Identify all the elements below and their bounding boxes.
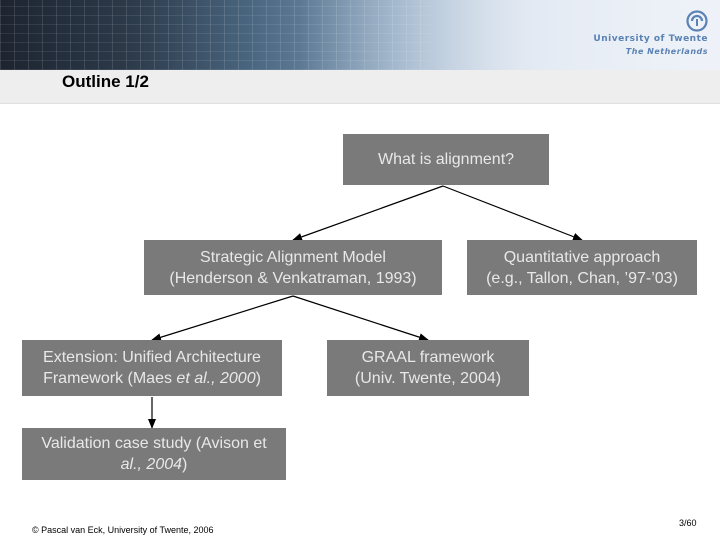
box-quantitative-approach: Quantitative approach (e.g., Tallon, Cha… [467, 240, 697, 295]
box-what-is-alignment: What is alignment? [343, 134, 549, 185]
box-text-line: Quantitative approach [503, 248, 661, 266]
box-strategic-alignment-model: Strategic Alignment Model (Henderson & V… [144, 240, 442, 295]
connector-sam-to-extension [151, 295, 294, 342]
box-validation-case-study: Validation case study (Avison et al., 20… [22, 428, 286, 480]
box-text-line: (Henderson & Venkatraman, 1993) [169, 269, 417, 287]
box-text-line: al., 2004) [41, 454, 266, 475]
box-text-fragment: ) [255, 370, 261, 387]
box-graal-framework: GRAAL framework (Univ. Twente, 2004) [327, 340, 529, 396]
box-text-line: Strategic Alignment Model [200, 248, 386, 266]
box-text-line: Framework (Maes et al., 2000) [43, 368, 261, 389]
title-bar [0, 70, 720, 104]
box-text-line: (e.g., Tallon, Chan, ’97-’03) [486, 269, 678, 287]
box-text-fragment: ) [182, 456, 188, 473]
box-text-line: GRAAL framework [361, 349, 495, 366]
footer-copyright: © Pascal van Eck, University of Twente, … [32, 525, 214, 535]
box-text-fragment: Framework (Maes [43, 370, 177, 387]
university-logo-icon [686, 10, 708, 32]
banner-fade [300, 0, 720, 70]
connector-root-to-quant [442, 185, 583, 241]
connector-sam-to-graal [292, 295, 429, 342]
connector-root-to-sam [292, 185, 444, 241]
box-text-line: Validation case study (Avison et [41, 435, 267, 452]
box-text-line: Extension: Unified Architecture [43, 349, 261, 366]
box-extension-uaf: Extension: Unified Architecture Framewor… [22, 340, 282, 396]
header-banner [0, 0, 720, 70]
slide-title: Outline 1/2 [62, 72, 149, 91]
university-name: University of Twente [593, 34, 708, 44]
box-text-line: (Univ. Twente, 2004) [354, 370, 502, 387]
box-text: What is alignment? [377, 151, 515, 168]
page-number: 3/60 [679, 518, 697, 528]
university-country: The Netherlands [625, 47, 708, 56]
box-text-italic: et al., 2000 [176, 370, 256, 387]
box-text-italic: al., 2004 [120, 456, 183, 473]
